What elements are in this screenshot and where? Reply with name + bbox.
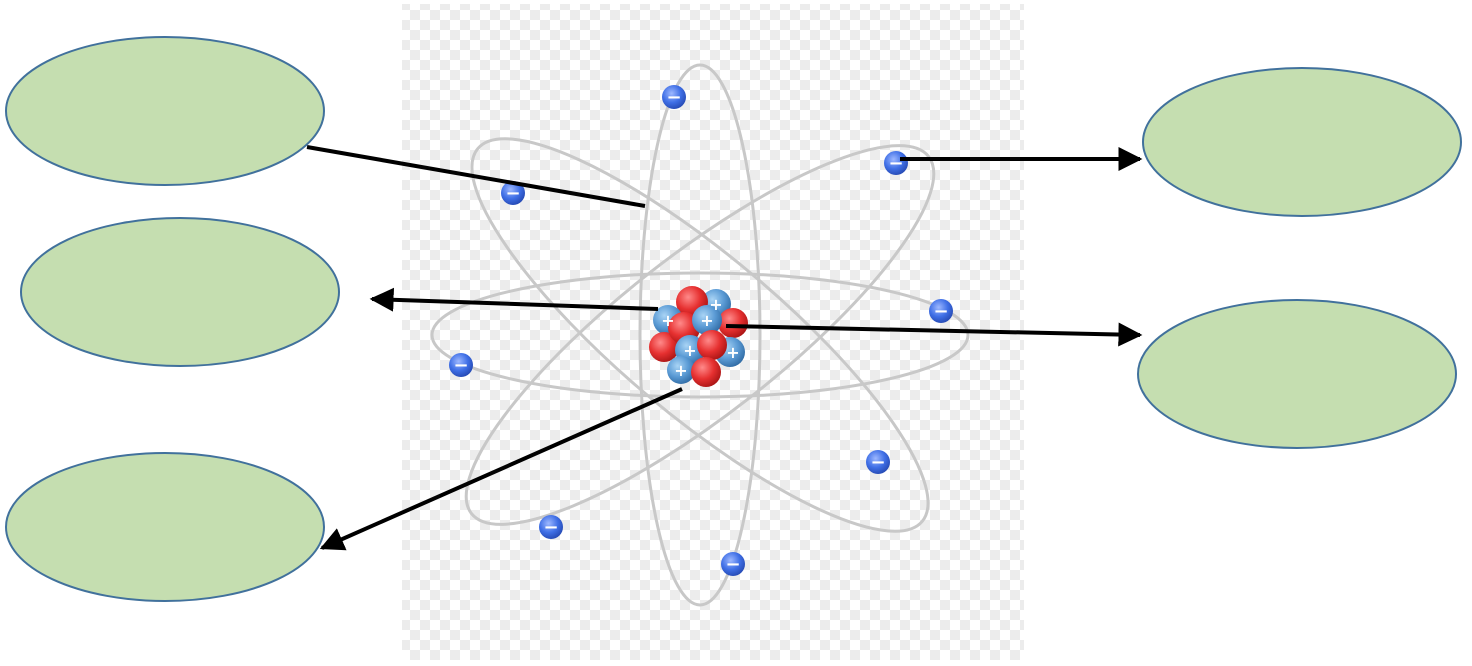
arrow-middle-left <box>369 287 659 312</box>
electron: − <box>866 450 890 474</box>
svg-text:−: − <box>453 355 468 376</box>
neutron <box>692 305 722 335</box>
electron: − <box>539 515 563 539</box>
svg-text:−: − <box>933 301 948 322</box>
neutron <box>667 356 695 384</box>
electron: − <box>662 85 686 109</box>
arrow-middle-right <box>725 322 1143 347</box>
svg-text:−: − <box>870 452 885 473</box>
label-middle-right[interactable] <box>1137 299 1457 449</box>
orbit-vertical <box>638 63 762 607</box>
electron: − <box>449 353 473 377</box>
label-top-left[interactable] <box>5 36 325 186</box>
proton <box>691 357 721 387</box>
orbit-horizontal <box>430 271 970 399</box>
orbits <box>430 63 970 607</box>
label-middle-left[interactable] <box>20 217 340 367</box>
arrow-bottom-left <box>319 387 683 551</box>
svg-text:−: − <box>725 554 740 575</box>
svg-text:+: + <box>661 311 674 330</box>
label-top-right[interactable] <box>1142 67 1462 217</box>
electron: − <box>721 552 745 576</box>
svg-text:−: − <box>888 153 903 174</box>
electron: − <box>501 181 525 205</box>
orbit-diagonal-a <box>470 137 930 533</box>
electron: − <box>884 151 908 175</box>
svg-text:+: + <box>709 295 722 314</box>
svg-text:+: + <box>726 343 739 362</box>
svg-text:−: − <box>666 87 681 108</box>
svg-text:−: − <box>505 183 520 204</box>
svg-text:+: + <box>674 361 687 380</box>
connectors <box>306 145 1143 551</box>
proton <box>718 308 748 338</box>
electron: − <box>929 299 953 323</box>
svg-text:+: + <box>700 311 713 330</box>
proton <box>697 330 727 360</box>
orbit-diagonal-b <box>464 144 936 526</box>
connector-top-left <box>306 145 646 208</box>
proton <box>649 332 679 362</box>
label-bottom-left[interactable] <box>5 452 325 602</box>
nucleus: + + + + + + <box>649 286 748 387</box>
svg-text:+: + <box>683 341 696 360</box>
electrons: − − − − − − − − <box>449 85 953 576</box>
svg-text:−: − <box>543 517 558 538</box>
